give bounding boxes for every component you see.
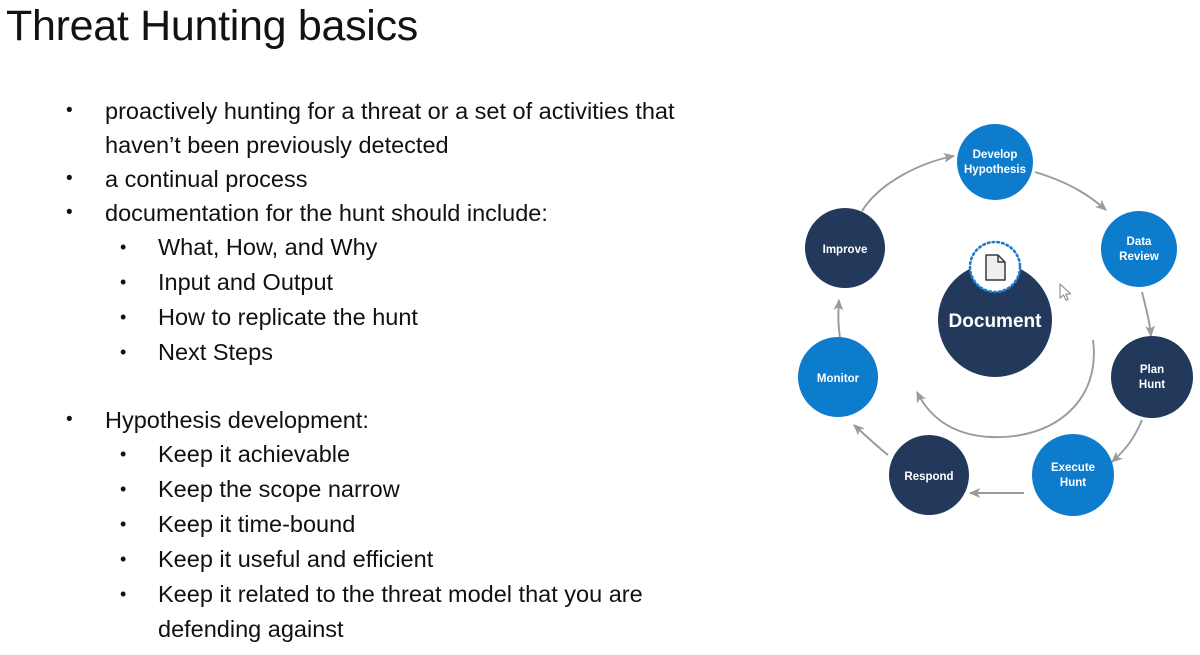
node-develop-hypothesis[interactable]: Develop Hypothesis [957, 124, 1033, 200]
arrow-plan-hunt-to-execute-hunt [1111, 419, 1143, 463]
page-shape [985, 254, 1006, 281]
node-plan-hunt[interactable]: Plan Hunt [1111, 336, 1193, 418]
node-label-line1: Develop [973, 149, 1018, 161]
node-improve[interactable]: Improve [805, 208, 885, 288]
node-respond[interactable]: Respond [889, 435, 969, 515]
list-item: Hypothesis development: [52, 403, 752, 437]
node-execute-hunt[interactable]: Execute Hunt [1032, 434, 1114, 516]
node-circle [1032, 434, 1114, 516]
node-circle [957, 124, 1033, 200]
node-label-line2: Hunt [1139, 379, 1165, 391]
list-item: Keep it achievable [104, 437, 752, 472]
node-circle [938, 263, 1052, 377]
list-item: proactively hunting for a threat or a se… [52, 94, 752, 162]
node-circle [1111, 336, 1193, 418]
list-item: Input and Output [104, 265, 752, 300]
spacer [52, 370, 752, 403]
arrow-respond-to-monitor [853, 424, 889, 456]
node-data-review[interactable]: Data Review [1101, 211, 1177, 287]
list-item: Keep it related to the threat model that… [104, 577, 752, 647]
arrow-develop-hypothesis-to-data-review [1034, 171, 1107, 211]
node-label-line2: Review [1119, 251, 1159, 263]
node-monitor[interactable]: Monitor [798, 337, 878, 417]
arrow-data-review-to-plan-hunt [1141, 291, 1155, 338]
list-item: Next Steps [104, 335, 752, 370]
node-label-line1: Respond [904, 471, 953, 483]
node-circle [889, 435, 969, 515]
list-item: How to replicate the hunt [104, 300, 752, 335]
bullet-list-hypothesis-rules: Keep it achievable Keep the scope narrow… [104, 437, 752, 647]
document-page-icon [968, 240, 1022, 294]
node-label-line2: Hypothesis [964, 164, 1026, 176]
diagram-connectors [833, 153, 1155, 498]
list-item: Keep it time-bound [104, 507, 752, 542]
node-label-line1: Plan [1140, 364, 1164, 376]
list-item: documentation for the hunt should includ… [52, 196, 752, 230]
list-item: Keep it useful and efficient [104, 542, 752, 577]
page-fold [997, 255, 1005, 263]
slide-body: proactively hunting for a threat or a se… [52, 94, 752, 647]
node-label-document: Document [949, 311, 1043, 332]
node-label-line1: Monitor [817, 373, 860, 385]
node-label-line1: Data [1127, 236, 1153, 248]
node-label-line2: Hunt [1060, 477, 1086, 489]
bullet-list-documentation: What, How, and Why Input and Output How … [104, 230, 752, 370]
sublist-hypothesis-wrap: Keep it achievable Keep the scope narrow… [52, 437, 752, 647]
list-item: a continual process [52, 162, 752, 196]
arrow-improve-to-develop-hypothesis [861, 153, 956, 212]
node-label-line1: Execute [1051, 462, 1095, 474]
page-title: Threat Hunting basics [6, 2, 418, 50]
list-item: Keep the scope narrow [104, 472, 752, 507]
bullet-text: a continual process [105, 166, 308, 192]
node-circle [805, 208, 885, 288]
sublist-documentation-wrap: What, How, and Why Input and Output How … [52, 230, 752, 370]
node-label-line1: Improve [823, 244, 868, 256]
list-item: What, How, and Why [104, 230, 752, 265]
bullet-text: Hypothesis development: [105, 407, 369, 433]
node-document-center[interactable]: Document [938, 263, 1052, 377]
arrow-inner-cycle-arc [916, 339, 1095, 438]
arrow-monitor-to-improve [833, 298, 844, 339]
node-circle [1101, 211, 1177, 287]
bullet-text: proactively hunting for a threat or a se… [105, 98, 675, 158]
bullet-list-primary: proactively hunting for a threat or a se… [52, 94, 752, 230]
threat-hunting-lifecycle-diagram: Develop Hypothesis Data Review Plan Hunt… [790, 100, 1200, 540]
bullet-text: documentation for the hunt should includ… [105, 200, 548, 226]
bullet-list-hypothesis: Hypothesis development: [52, 403, 752, 437]
node-circle [798, 337, 878, 417]
